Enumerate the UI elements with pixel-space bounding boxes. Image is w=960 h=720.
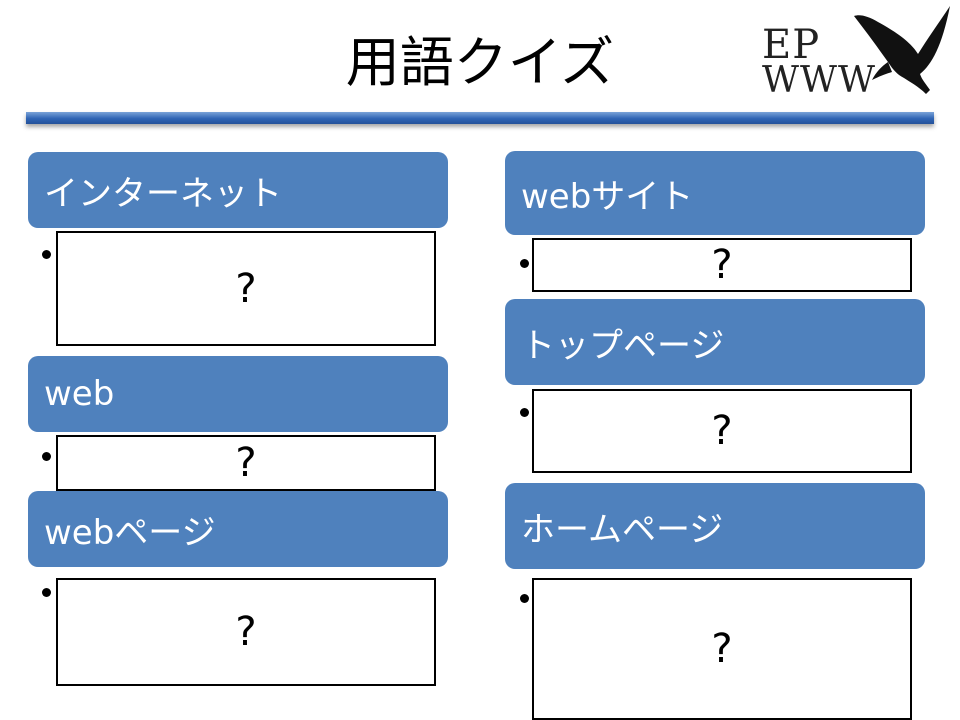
bullet [42, 588, 51, 597]
accent-bar [26, 112, 934, 124]
term-web-page: webページ [28, 491, 448, 567]
term-website: webサイト [505, 151, 925, 235]
term-web: web [28, 356, 448, 432]
term-home-page: ホームページ [505, 483, 925, 569]
logo-line-www: WWW [762, 60, 877, 101]
bullet [520, 408, 529, 417]
bullet [520, 594, 529, 603]
eagle-icon [854, 6, 950, 94]
bullet [520, 259, 529, 268]
answer-box-top-page: ? [532, 389, 912, 473]
term-internet: インターネット [28, 152, 448, 228]
term-top-page: トップページ [505, 299, 925, 385]
bullet [42, 250, 51, 259]
bullet [42, 452, 51, 461]
answer-box-internet: ? [56, 231, 436, 346]
ep-www-logo: EP WWW [762, 4, 954, 100]
answer-box-home-page: ? [532, 578, 912, 720]
logo-line-ep: EP [762, 22, 821, 68]
slide-title: 用語クイズ [345, 31, 615, 94]
answer-box-website: ? [532, 238, 912, 292]
answer-box-web-page: ? [56, 578, 436, 686]
answer-box-web: ? [56, 435, 436, 491]
